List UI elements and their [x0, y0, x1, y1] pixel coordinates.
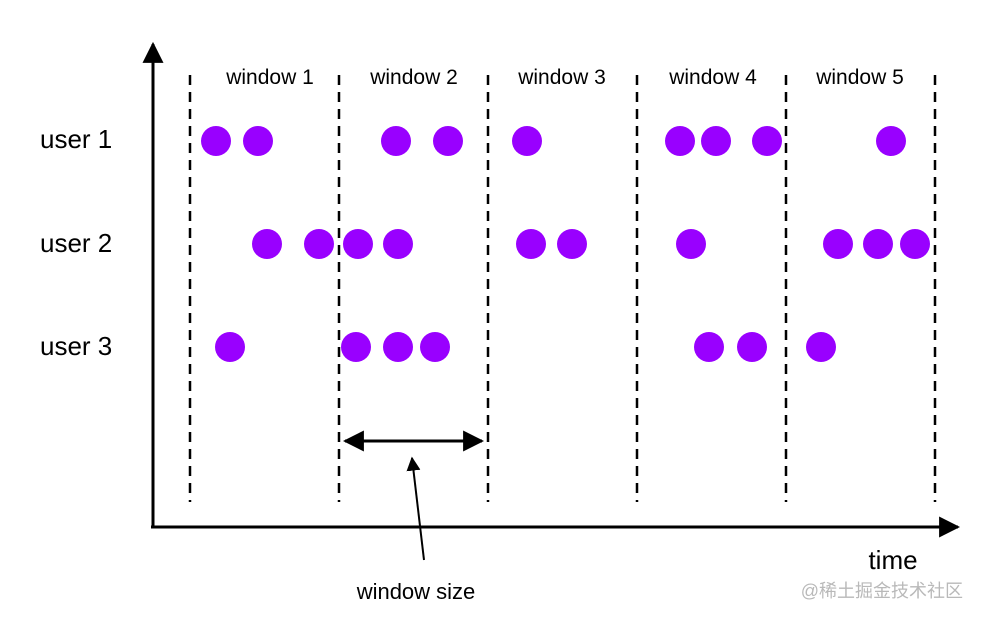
- event-dot: [863, 229, 893, 259]
- event-dot: [252, 229, 282, 259]
- event-dot: [676, 229, 706, 259]
- window-label-1: window 1: [225, 66, 314, 89]
- event-dot: [243, 126, 273, 156]
- event-dot: [752, 126, 782, 156]
- event-dot: [304, 229, 334, 259]
- event-dot: [823, 229, 853, 259]
- event-dot: [900, 229, 930, 259]
- axes: [142, 41, 961, 538]
- window-label-5: window 5: [815, 66, 904, 89]
- event-dot: [420, 332, 450, 362]
- event-dot: [341, 332, 371, 362]
- event-dot: [383, 229, 413, 259]
- user-label-3: user 3: [40, 331, 112, 361]
- watermark: @稀土掘金技术社区: [801, 581, 963, 601]
- event-dot: [806, 332, 836, 362]
- event-dot: [876, 126, 906, 156]
- window-label-3: window 3: [517, 66, 606, 89]
- window-boundaries: [188, 75, 937, 502]
- event-dot: [201, 126, 231, 156]
- event-dot: [557, 229, 587, 259]
- event-dot: [694, 332, 724, 362]
- event-dot: [701, 126, 731, 156]
- event-dot: [381, 126, 411, 156]
- event-dot: [433, 126, 463, 156]
- user-label-1: user 1: [40, 124, 112, 154]
- user-label-2: user 2: [40, 228, 112, 258]
- event-dot: [512, 126, 542, 156]
- event-dot: [665, 126, 695, 156]
- time-axis-label: time: [868, 545, 917, 575]
- event-dot: [215, 332, 245, 362]
- user-3-events: [215, 332, 836, 362]
- window-label-2: window 2: [369, 66, 458, 89]
- window-size-label: window size: [356, 579, 476, 604]
- event-dot: [737, 332, 767, 362]
- window-label-4: window 4: [668, 66, 757, 89]
- window-size-pointer: [406, 456, 425, 561]
- user-labels: user 1 user 2 user 3: [40, 124, 112, 361]
- event-dot: [343, 229, 373, 259]
- user-2-events: [252, 229, 930, 259]
- user-1-events: [201, 126, 906, 156]
- window-labels: window 1 window 2 window 3 window 4 wind…: [225, 66, 904, 89]
- event-dot: [516, 229, 546, 259]
- event-dot: [383, 332, 413, 362]
